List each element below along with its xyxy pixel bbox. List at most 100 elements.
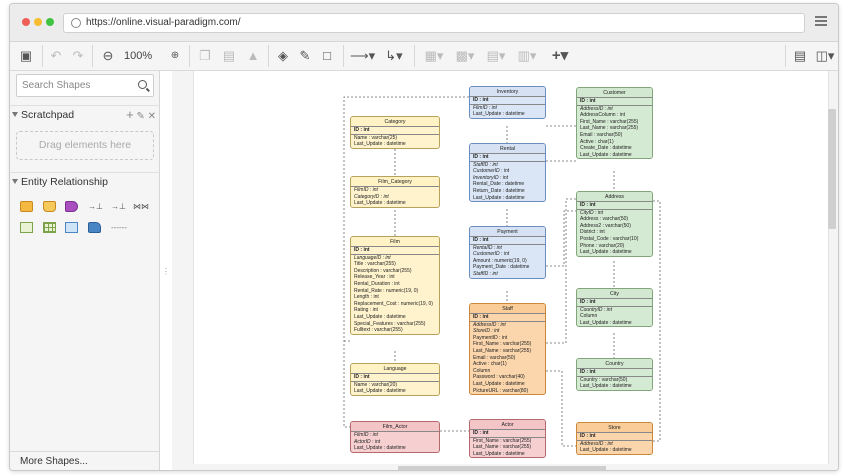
distribute-icon[interactable]: ▥▾ [517,48,537,63]
relation-many-icon[interactable]: →⊥ [111,202,126,211]
entity-column[interactable]: ID : int [577,202,652,210]
entity-column[interactable]: ID : int [351,127,439,135]
entity-column[interactable]: Return_Date : datetime [473,187,525,194]
waypoint-icon[interactable]: ↳▾ [385,48,403,63]
entity-column[interactable]: ID : int [470,154,545,162]
redo-icon[interactable]: ↷ [72,48,84,63]
format-panel-icon[interactable]: ▤ [793,48,807,63]
close-window-button[interactable] [22,18,30,26]
entity-shape-icon[interactable] [20,201,33,212]
browser-menu-icon[interactable] [815,16,827,28]
grid-table-icon[interactable] [43,222,56,233]
entity-column[interactable]: ID : int [577,369,652,377]
entity-column[interactable]: PictureURL : varchar(80) [473,387,529,394]
entity-column[interactable]: Last_Update : datetime [354,313,406,320]
zoom-in-icon[interactable]: ⊕ [170,50,180,61]
zoom-out-icon[interactable]: ⊖ [102,48,114,63]
entity-column[interactable]: Amount : numeric(19, 0) [473,257,527,264]
entity-column[interactable]: Postal_Code : varchar(10) [580,235,639,242]
entity-column[interactable]: Last_Update : datetime [473,380,525,387]
entity-column[interactable]: First_Name : varchar(255) [473,437,532,444]
entity-column[interactable]: Rating : int [354,307,378,314]
vertical-scrollbar[interactable] [828,109,836,229]
maximize-window-button[interactable] [46,18,54,26]
align-icon[interactable]: ▤▾ [486,48,506,63]
entity-column[interactable]: Rental_Date : datetime [473,181,525,188]
entity-column[interactable]: Column [580,313,598,320]
fill-color-icon[interactable]: ◈ [278,48,288,63]
zoom-level[interactable]: 100% [124,50,153,62]
horizontal-scrollbar[interactable] [398,466,606,470]
entity-column[interactable]: Address2 : varchar(50) [580,222,631,229]
scratchpad-header[interactable]: Scratchpad + ✎ ✕ [10,105,160,123]
collapse-icon[interactable] [12,112,18,117]
relationship-connector[interactable] [546,210,576,267]
entity-column[interactable]: CountryID : int [580,306,612,313]
entity-column[interactable]: ActorID : int [354,438,381,445]
layout-icon[interactable]: ◫▾ [815,48,835,63]
entity-column[interactable]: Active : char(1) [580,138,614,145]
entity-column[interactable]: AddressColumn : int [580,112,626,119]
entity-column[interactable]: ID : int [351,374,439,382]
relationship-connector[interactable] [343,96,469,428]
entity-column[interactable]: StoreID : int [473,328,500,335]
entity-column[interactable]: AddressID : int [580,440,613,447]
reload-icon[interactable] [71,18,81,28]
group-icon[interactable]: ▩▾ [455,48,475,63]
copy-icon[interactable]: ❐ [199,48,211,63]
entity-column[interactable]: Last_Update : datetime [354,388,406,395]
entity-column[interactable]: Password : varchar(40) [473,374,525,381]
edit-icon[interactable]: ✎ [136,111,145,122]
scratchpad-drop-area[interactable]: Drag elements here [16,131,154,160]
delete-icon[interactable]: ▲ [246,48,260,63]
relation-many-many-icon[interactable]: ⋈⋈ [133,202,149,211]
entity-column[interactable]: CustomerID : int [473,168,510,175]
relationship-connector[interactable] [546,370,576,447]
entity-column[interactable]: ID : int [470,430,545,438]
entity-column[interactable]: FilmID : int [354,187,378,193]
entity-column[interactable]: FilmID : int [354,432,378,438]
collapse-icon[interactable] [12,179,18,184]
entity-column[interactable]: First_Name : varchar(255) [580,118,639,125]
arrange-icon[interactable]: ▦▾ [424,48,444,63]
entity-column[interactable]: Last_Name : varchar(255) [580,125,639,132]
entity-column[interactable]: InventoryID : int [473,174,509,181]
entity-column[interactable]: Create_Date : datetime [580,145,632,152]
entity-column[interactable]: Last_Update : datetime [580,383,632,390]
paste-icon[interactable]: ▤ [222,48,236,63]
entity-column[interactable]: Length : int [354,294,379,301]
entity-column[interactable]: CityID : int [580,209,604,216]
entity-column[interactable]: Description : varchar(255) [354,267,412,274]
entity-rounded-shape-icon[interactable] [43,201,56,212]
entity-column[interactable]: Name : varchar(25) [354,134,398,141]
entity-column[interactable]: AddressID : int [580,105,613,112]
entity-column[interactable]: FilmID : int [473,104,497,111]
search-shapes-input[interactable]: Search Shapes [16,74,154,97]
relationship-connector[interactable] [546,198,576,344]
entity-column[interactable]: ID : int [470,97,545,105]
entity-column[interactable]: AddressID : int [473,321,506,328]
entity-column[interactable]: District : int [580,229,605,236]
entity-column[interactable]: CategoryID : int [354,193,389,200]
note-shape-icon[interactable] [88,222,101,233]
relationship-connector[interactable] [653,200,661,442]
attribute-shape-icon[interactable] [65,201,78,212]
entity-column[interactable]: StaffID : int [473,161,498,168]
dashed-line-icon[interactable]: ------ [111,223,127,232]
entity-column[interactable]: Last_Update : datetime [354,200,406,207]
close-icon[interactable]: ✕ [147,111,156,122]
insert-icon[interactable]: +▾ [551,47,569,64]
